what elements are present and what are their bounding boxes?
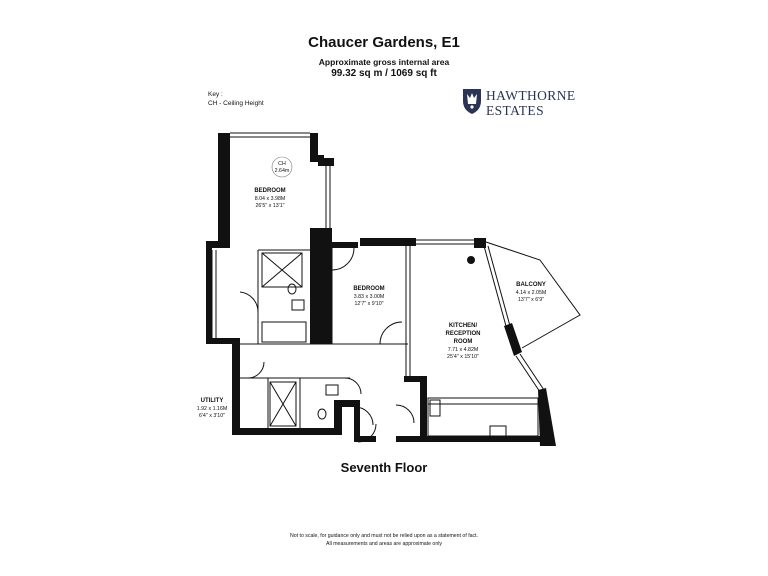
room-imperial: 6'4" x 3'10" [199, 413, 225, 419]
room-metric: 3.83 x 3.00M [354, 294, 385, 300]
plan-key: Key : CH - Ceiling Height [208, 90, 264, 108]
exterior-walls [206, 133, 556, 446]
brand-logo: HAWTHORNE ESTATES [460, 86, 575, 121]
ceiling-height-marker: CH 2.64m [271, 156, 293, 178]
disclaimer-line1: Not to scale, for guidance only and must… [289, 533, 478, 539]
brand-name-line2: ESTATES [486, 103, 544, 118]
room-imperial: 25'4" x 15'10" [447, 354, 479, 360]
room-metric: 7.71 x 4.82M [448, 347, 479, 353]
ceiling-label: CH [278, 161, 286, 167]
key-heading: Key : [208, 91, 223, 98]
room-name-line3: ROOM [454, 339, 473, 345]
room-imperial: 26'5" x 13'1" [255, 203, 284, 209]
brand-name-line1: HAWTHORNE [486, 88, 576, 103]
ceiling-value: 2.64m [275, 168, 290, 174]
key-item: CH - Ceiling Height [208, 100, 264, 107]
room-balcony: BALCONY 4.14 x 2.05M 13'7" x 6'9" [516, 282, 547, 303]
area-caption: Approximate gross internal area [318, 57, 450, 67]
room-name: KITCHEN/ [449, 323, 478, 329]
room-metric: 4.14 x 2.05M [516, 290, 547, 296]
column-marker [467, 256, 475, 264]
room-second-bedroom: BEDROOM 3.83 x 3.00M 12'7" x 9'10" [353, 286, 384, 307]
room-imperial: 12'7" x 9'10" [354, 301, 383, 307]
room-utility: UTILITY 1.92 x 1.16M 6'4" x 3'10" [197, 398, 228, 419]
room-name: UTILITY [201, 398, 224, 404]
room-metric: 8.04 x 3.98M [255, 196, 286, 202]
disclaimer-line2: All measurements and areas are approxima… [326, 541, 442, 547]
room-name: BALCONY [516, 282, 546, 288]
floor-label: Seventh Floor [340, 460, 428, 475]
room-kitchen-reception: KITCHEN/ RECEPTION ROOM 7.71 x 4.82M 25'… [445, 323, 480, 360]
room-name: BEDROOM [353, 286, 384, 292]
crest-icon [463, 89, 481, 114]
windows-and-partitions [211, 132, 581, 443]
disclaimer: Not to scale, for guidance only and must… [0, 532, 768, 548]
room-imperial: 13'7" x 6'9" [518, 297, 544, 303]
area-value: 99.32 sq m / 1069 sq ft [331, 68, 437, 79]
property-title: Chaucer Gardens, E1 [308, 34, 460, 51]
room-metric: 1.92 x 1.16M [197, 406, 228, 412]
room-name-line2: RECEPTION [445, 331, 480, 337]
room-main-bedroom: BEDROOM 8.04 x 3.98M 26'5" x 13'1" [254, 188, 285, 209]
room-name: BEDROOM [254, 188, 285, 194]
